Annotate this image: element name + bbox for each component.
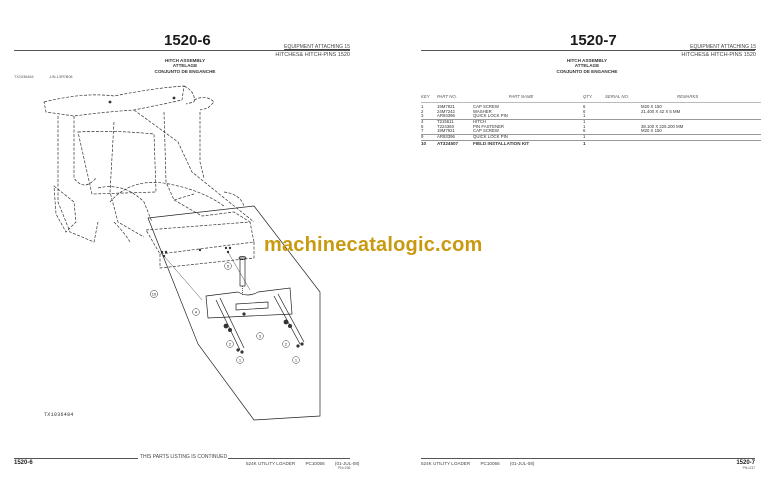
footer-catalog: PC10056 (480, 461, 500, 466)
footer-code: PN=236 (338, 466, 351, 470)
footer-model: 524K UTILITY LOADER (246, 461, 296, 466)
figure-ref-date: -UN-13FEB08 (48, 75, 73, 79)
footer-date: (01-JUL-08) (509, 461, 535, 466)
footer-page-number: 1520-6 (14, 460, 33, 466)
footer-code: PN=237 (742, 466, 755, 470)
svg-text:2: 2 (285, 342, 288, 347)
table-row: 4 T215611 HITCH 1 (421, 119, 586, 125)
table-header: KEY PART NO. PART NAME QTY. SERIAL NO. R… (421, 94, 761, 103)
footer-date: (01-JUL-08) (334, 461, 360, 466)
svg-text:1: 1 (239, 358, 242, 363)
callout-3: 3 (256, 332, 264, 340)
left-page: 1520-6 EQUIPMENT ATTACHING 15 HITCHES& H… (14, 32, 368, 470)
header-rule (421, 50, 755, 51)
footer-catalog: PC10056 (305, 461, 325, 466)
footer-model: 524K UTILITY LOADER (421, 461, 471, 466)
col-part-no: PART NO. (437, 94, 457, 99)
footer-page-number: 1520-7 (736, 460, 755, 466)
table-row: 2 24M7242 WASHER 6 21.400 X 42 X 5 MM (421, 108, 681, 114)
callout-10: 10 (150, 290, 158, 298)
footer-rule (14, 458, 138, 459)
parts-table: KEY PART NO. PART NAME QTY. SERIAL NO. R… (421, 94, 761, 146)
page-number: 1520-7 (570, 32, 617, 49)
table-row: 7 19M7921 CAP SCREW 6 M20 X 150 (421, 129, 761, 136)
footer-rule (228, 458, 350, 459)
assembly-title: HITCH ASSEMBLY ATTELAGE CONJUNTO DE ENGA… (522, 58, 652, 74)
figure-ref-id: TX1036484 (14, 75, 34, 79)
subsection-heading: HITCHES& HITCH-PINS 1520 (681, 52, 756, 58)
section-heading: EQUIPMENT ATTACHING 15 (690, 44, 756, 50)
assembly-title-en: HITCH ASSEMBLY (164, 58, 206, 63)
assembly-title-en: HITCH ASSEMBLY (566, 58, 608, 63)
col-remarks: REMARKS (677, 94, 699, 99)
col-qty: QTY. (583, 94, 593, 99)
assembly-title: HITCH ASSEMBLY ATTELAGE CONJUNTO DE ENGA… (120, 58, 250, 74)
watermark: machinecatalogic.com (264, 234, 483, 256)
table-row: 1 19M7921 CAP SCREW 6 M20 X 150 (421, 104, 662, 109)
footer-model-info: 524K UTILITY LOADER PC10056 (01-JUL-08) (246, 461, 368, 466)
page-number: 1520-6 (164, 32, 211, 49)
assembly-title-fr: ATTELAGE (172, 63, 198, 69)
assembly-title-es: CONJUNTO DE ENGANCHE (556, 68, 618, 74)
table-row: 5 T224360 PIN FASTENER 1 38.100 X 225.20… (421, 123, 684, 129)
col-serial-no: SERIAL NO. (605, 94, 630, 99)
callout-1b: 1 (292, 356, 300, 364)
table-row: 10 AT324507 FIELD INSTALLATION KIT 1 (421, 140, 586, 146)
footer-rule (421, 458, 755, 459)
callout-2a: 2 (226, 340, 234, 348)
callout-1a: 1 (236, 356, 244, 364)
col-part-name: PART NAME (508, 94, 534, 99)
table-row: 9 AR93396 QUICK LOCK PIN 1 (421, 134, 761, 141)
hitch-assembly-diagram: 5 10 4 3 2 2 1 1 (43, 85, 321, 421)
assembly-title-es: CONJUNTO DE ENGANCHE (154, 68, 216, 74)
callout-5: 5 (224, 262, 232, 270)
header-rule (14, 50, 350, 51)
svg-text:1: 1 (295, 358, 298, 363)
svg-text:2: 2 (229, 342, 232, 347)
footer-model-info: 524K UTILITY LOADER PC10056 (01-JUL-08) (421, 461, 543, 466)
svg-text:5: 5 (227, 264, 230, 269)
table-row: 3 AR93396 QUICK LOCK PIN 1 (421, 114, 761, 121)
subsection-heading: HITCHES& HITCH-PINS 1520 (275, 52, 350, 58)
callout-2b: 2 (282, 340, 290, 348)
assembly-title-fr: ATTELAGE (574, 63, 600, 69)
figure-id: TX1036484 (44, 412, 74, 418)
svg-text:3: 3 (259, 334, 262, 339)
col-key: KEY (421, 94, 430, 99)
section-heading: EQUIPMENT ATTACHING 15 (284, 44, 350, 50)
figure-reference: TX1036484 -UN-13FEB08 (14, 75, 87, 79)
callout-4: 4 (192, 308, 200, 316)
continued-notice: THIS PARTS LISTING IS CONTINUED (140, 454, 228, 460)
svg-text:4: 4 (195, 310, 198, 315)
svg-text:10: 10 (152, 292, 157, 297)
right-page: 1520-7 EQUIPMENT ATTACHING 15 HITCHES& H… (384, 0, 768, 497)
